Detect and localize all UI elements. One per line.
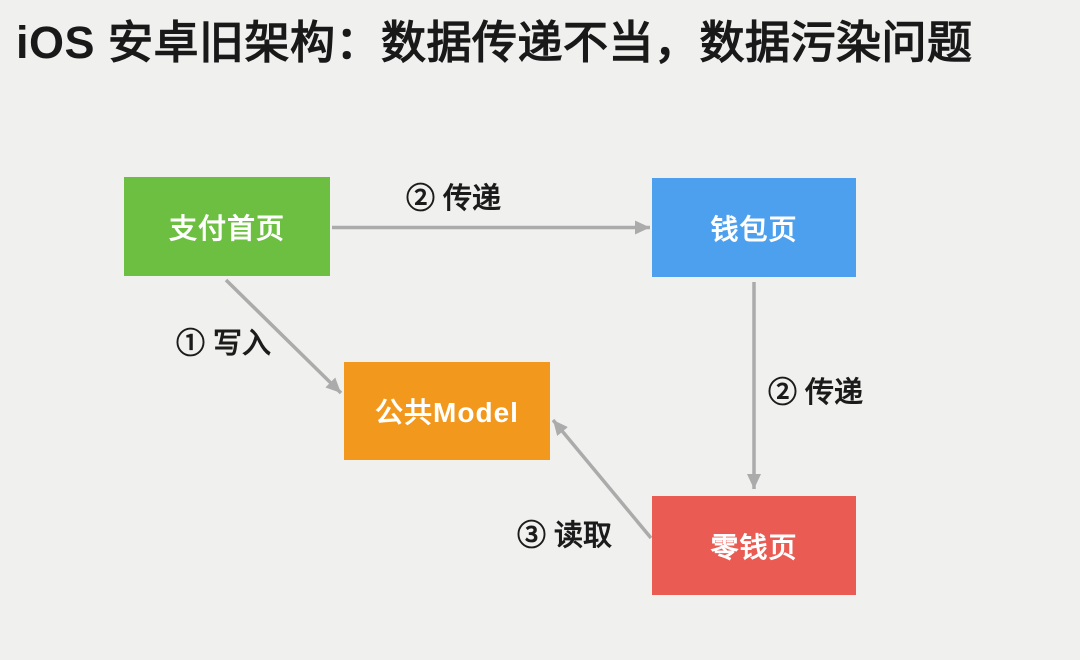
node-pay-home-label: 支付首页 <box>168 212 285 244</box>
node-pay-home: 支付首页 <box>124 177 330 276</box>
edge-label-write: ① 写入 <box>176 328 272 360</box>
node-public-model-label: 公共Model <box>375 397 519 428</box>
edge-label-pass-right: ② 传递 <box>768 377 864 409</box>
slide-title: iOS 安卓旧架构：数据传递不当，数据污染问题 <box>16 17 973 68</box>
edge-label-pass-top: ② 传递 <box>406 183 502 215</box>
node-change-page-label: 零钱页 <box>710 531 798 563</box>
node-wallet-page: 钱包页 <box>652 178 856 277</box>
node-public-model: 公共Model <box>344 362 550 460</box>
node-wallet-page-label: 钱包页 <box>710 213 798 245</box>
node-change-page: 零钱页 <box>652 496 856 595</box>
edge-label-read: ③ 读取 <box>517 520 613 552</box>
